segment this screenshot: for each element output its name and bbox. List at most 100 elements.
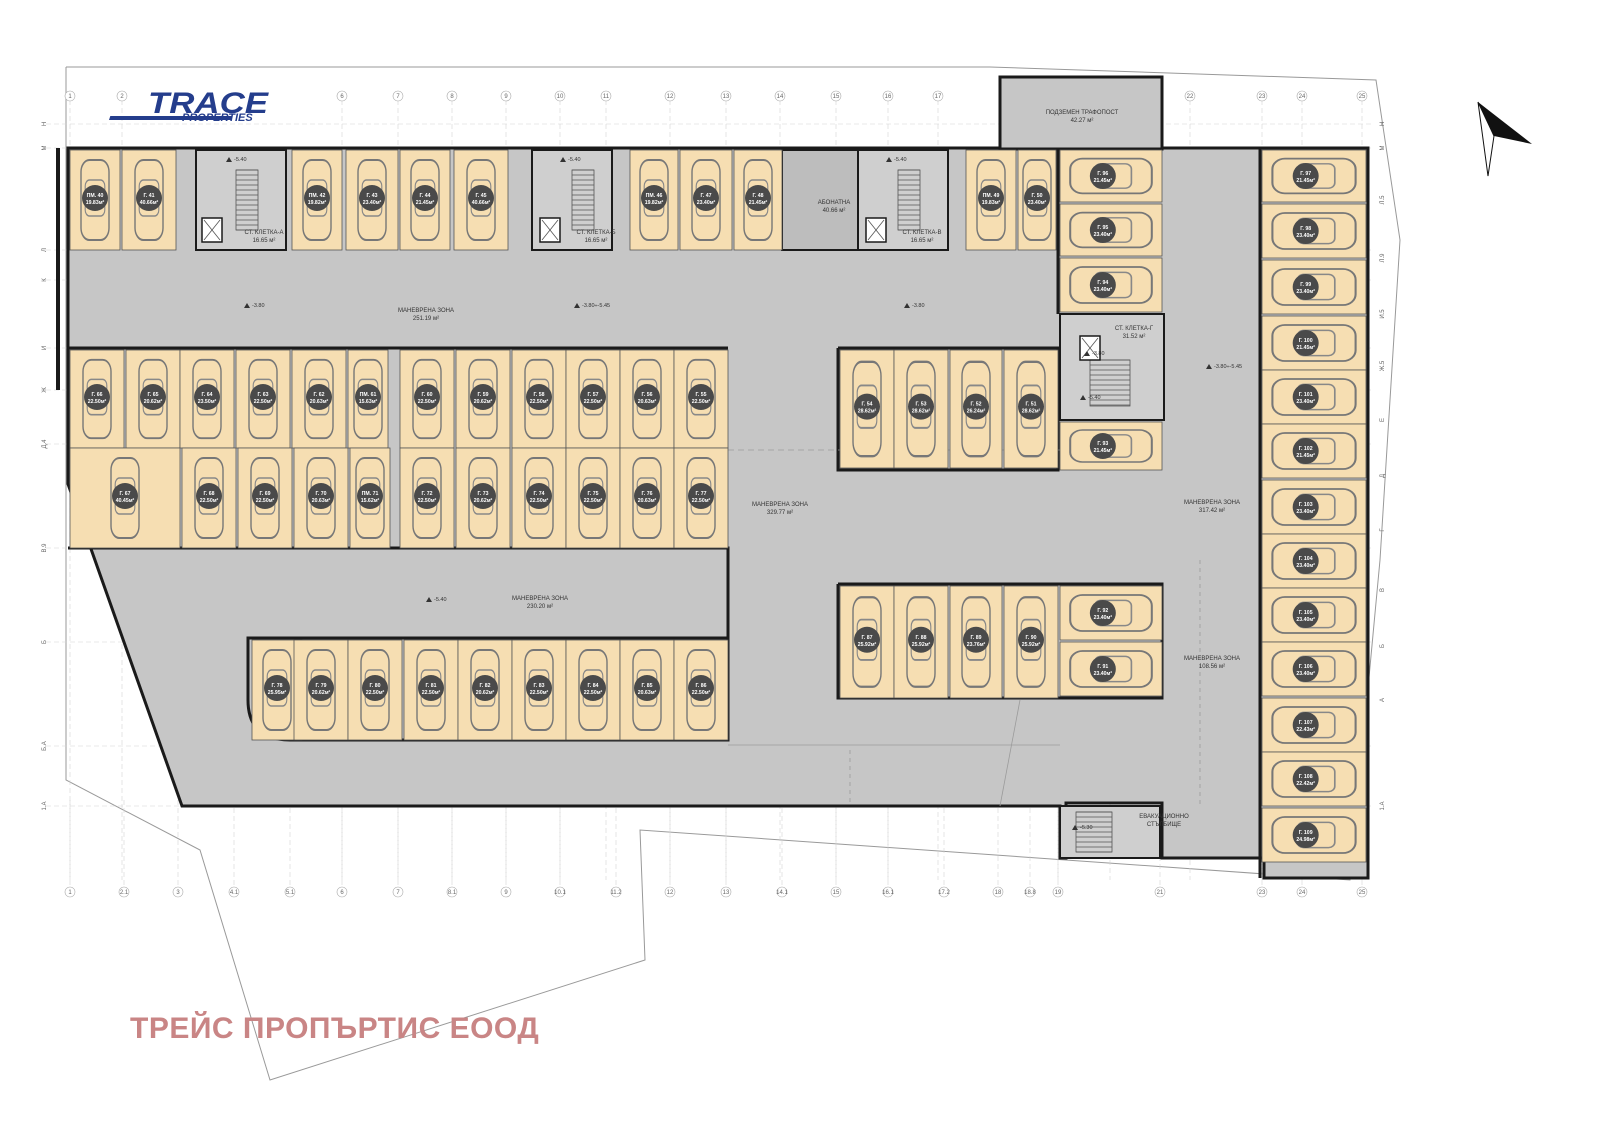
spot-label: Г. 86 [696, 683, 707, 689]
spot-badge [359, 185, 385, 211]
room-area: 16.65 м² [585, 238, 608, 244]
spot-area: 40.66м² [140, 200, 159, 206]
grid-bubble [774, 90, 786, 102]
grid-bubble [992, 886, 1004, 898]
grid-right-label: Ж.5 [1380, 360, 1386, 371]
spot-badge [1292, 656, 1319, 682]
spot-area: 20.62м² [474, 399, 493, 405]
spot-label: ПМ. 40 [87, 193, 104, 199]
spot-label: Г. 65 [148, 392, 159, 398]
spot-label: Г. 106 [1299, 664, 1313, 670]
spot-label: Г. 54 [862, 402, 873, 408]
level-arrow-icon [244, 303, 250, 308]
spot-label: Г. 97 [1300, 171, 1311, 177]
trace-logo: TRACE PROPERTIES [109, 87, 269, 124]
grid-bottom-label: 18.8 [1024, 890, 1036, 896]
grid-bottom-label: 13 [723, 890, 730, 896]
grid-left-label: Б [42, 640, 48, 644]
spot-label: Г. 47 [701, 193, 712, 199]
spot-badge [1018, 626, 1044, 653]
spot-label: Г. 51 [1026, 402, 1037, 408]
spot-area: 22.50м² [256, 498, 275, 504]
spot-badge [641, 185, 667, 211]
grid-left-label: К [42, 278, 48, 282]
spot-label: Г. 52 [971, 402, 982, 408]
spot-badge [1292, 766, 1319, 792]
spot-badge [414, 384, 440, 411]
grid-bottom-label: 7 [396, 890, 400, 896]
level-arrow-icon [904, 303, 910, 308]
spot-label: Г. 63 [258, 392, 269, 398]
grid-bubble [118, 886, 130, 898]
grid-bubble [938, 886, 950, 898]
spot-label: Г. 84 [588, 683, 599, 689]
grid-top-label: 14 [777, 94, 784, 100]
zone-name: МАНЕВРЕНА ЗОНА [1184, 500, 1240, 506]
spot-badge [1292, 712, 1319, 738]
spot-area: 19.82м² [645, 200, 664, 206]
grid-bubble [500, 886, 512, 898]
grid-right-label: В [1380, 588, 1386, 592]
spot-badge [1292, 494, 1319, 520]
spot-label: Г. 72 [422, 491, 433, 497]
spot-label: Г. 76 [642, 491, 653, 497]
spot-badge [580, 483, 606, 509]
spot-area: 20.63м² [312, 498, 331, 504]
level-marks: -5.40-5.40-5.40-3.80-3.80÷-5.45-3.80-5.4… [226, 157, 1242, 831]
spot-badge [908, 626, 934, 653]
grid-bottom-label: 24 [1299, 890, 1306, 896]
spot-label: Г. 57 [588, 392, 599, 398]
level-value: -5.30 [1080, 825, 1093, 831]
logo-main-text: TRACE [148, 87, 269, 120]
grid-bottom-label: 2.1 [120, 890, 129, 896]
spot-area: 23.40м² [1296, 399, 1315, 405]
spot-area: 22.50м² [692, 498, 711, 504]
spot-label: Г. 66 [92, 392, 103, 398]
zone-area: 317.42 м² [1199, 508, 1225, 514]
grid-bottom-label: 17.2 [938, 890, 950, 896]
spot-badge [1292, 438, 1319, 464]
spot-label: Г. 62 [314, 392, 325, 398]
spot-badge [308, 483, 334, 509]
level-mark: -5.40 [426, 597, 447, 603]
spot-badge [634, 384, 660, 411]
spot-label: ПМ. 42 [309, 193, 326, 199]
grid-bubble [554, 90, 566, 102]
grid-top-label: 9 [504, 94, 508, 100]
spot-label: Г. 80 [370, 683, 381, 689]
spot-badge [414, 483, 440, 509]
grid-left-label: Ж [42, 387, 48, 393]
room-area: 31.52 м² [1123, 334, 1146, 340]
spot-badge [688, 483, 714, 509]
grid-right-label: И.5 [1380, 309, 1386, 319]
spot-label: Г. 83 [534, 683, 545, 689]
level-mark: -3.80 [1084, 351, 1105, 357]
axis-labels: 126789101112131415161719202223242512.134… [42, 90, 1386, 898]
grid-bubble [720, 90, 732, 102]
spot-badge [526, 483, 552, 509]
level-arrow-icon [226, 157, 232, 162]
spot-badge [580, 675, 606, 701]
grid-bubble [830, 886, 842, 898]
spot-area: 21.45м² [1296, 345, 1315, 351]
spot-badge [250, 384, 276, 411]
spot-area: 23.40м² [1296, 289, 1315, 295]
transformer-room [998, 75, 1164, 151]
grid-top-label: 8 [450, 94, 454, 100]
